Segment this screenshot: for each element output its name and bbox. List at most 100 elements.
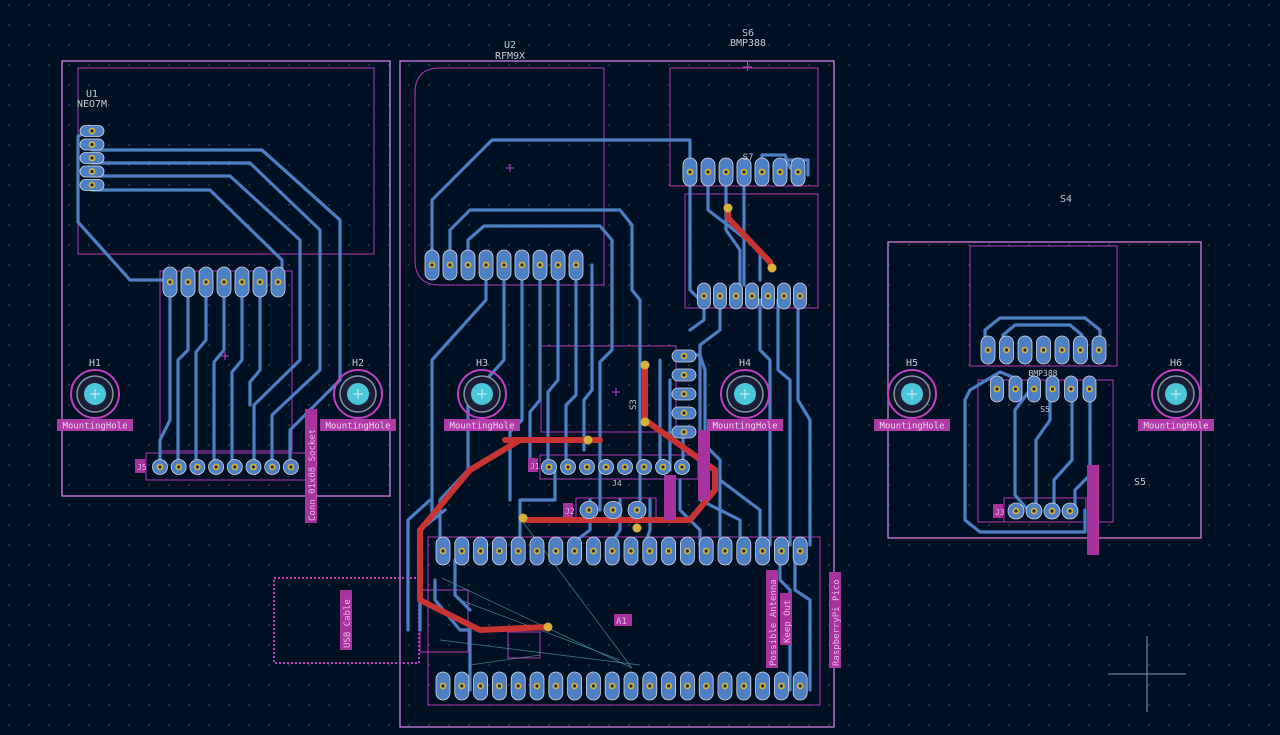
pad-drill	[623, 465, 627, 469]
pad-drill	[704, 684, 708, 688]
s6-ref: S6	[742, 28, 754, 39]
hole-ref: H1	[89, 358, 101, 369]
pad-drill	[204, 280, 208, 284]
pad-drill	[766, 294, 770, 298]
s5-small-ref: S5	[1040, 405, 1050, 414]
antenna-label: Possible Antenna	[769, 579, 779, 666]
pad-drill	[718, 294, 722, 298]
pad-drill	[591, 684, 596, 688]
pad-drill	[685, 549, 690, 553]
pad-drill	[90, 183, 94, 187]
j1-label: J1	[530, 462, 540, 471]
cursor-crosshair	[1108, 636, 1186, 712]
hole-ref: H5	[906, 358, 918, 369]
pad-drill	[723, 549, 727, 553]
pad-drill	[1050, 509, 1054, 513]
pad-drill	[782, 294, 786, 298]
pad-drill	[460, 549, 464, 553]
pad-drill	[1069, 387, 1073, 391]
pad-drill	[667, 684, 671, 688]
hole-label-bg	[1138, 419, 1214, 431]
pad-drill	[779, 549, 784, 553]
hole-label-bg	[320, 419, 396, 431]
pad-drill	[158, 465, 162, 469]
hole-ref: H3	[476, 358, 488, 369]
pad-drill	[798, 294, 802, 298]
hole-center-mark	[907, 389, 917, 399]
usb-cable-label: USB Cable	[343, 599, 353, 648]
pico-label: RaspberryPi Pico	[832, 579, 842, 666]
hole-label: MountingHole	[62, 422, 127, 432]
pad-drill	[629, 549, 633, 553]
pad-drill	[604, 465, 608, 469]
pad-drill	[723, 684, 727, 688]
pad-drill	[1068, 509, 1072, 513]
pico-bottom-pins	[435, 671, 808, 701]
pad-drill	[1023, 348, 1027, 352]
pad-drill	[742, 684, 746, 688]
pad-drill	[441, 684, 445, 688]
pad-drill	[222, 280, 226, 284]
hole-label: MountingHole	[712, 422, 777, 432]
hole-label-bg	[874, 419, 950, 431]
j2-label: J2	[565, 507, 575, 516]
pad-drill	[1032, 387, 1036, 391]
pad-drill	[441, 549, 445, 553]
pad-drill	[1060, 348, 1064, 352]
pad-drill	[585, 465, 589, 469]
pad-rows	[79, 125, 1107, 701]
pad-drill	[90, 156, 94, 160]
pad-drill	[1032, 509, 1036, 513]
hole-center-mark	[477, 389, 487, 399]
vias	[518, 203, 777, 632]
hole-courtyard	[720, 369, 770, 419]
hole-label: MountingHole	[1143, 422, 1208, 432]
pad-drill	[554, 684, 558, 688]
pad-drill	[779, 684, 784, 688]
hole-label: MountingHole	[879, 422, 944, 432]
pad-drill	[502, 263, 506, 267]
pad-drill	[270, 465, 274, 469]
pad-drill	[566, 465, 570, 469]
s5-ref: S5	[1134, 477, 1146, 488]
back-copper-traces	[76, 129, 1102, 692]
pad-drill	[556, 263, 560, 267]
hole-ref: H6	[1170, 358, 1182, 369]
pad-drill	[1078, 348, 1083, 352]
hole-courtyard	[1151, 369, 1201, 419]
pad-drill	[1004, 348, 1009, 352]
pad-drill	[680, 465, 684, 469]
pad-drill	[538, 263, 542, 267]
pad-drill	[520, 263, 524, 267]
pad-drill	[573, 549, 577, 553]
footprint-labels: Conn_01x08_Socket USB Cable Possible Ant…	[135, 399, 1099, 668]
pad-drill	[682, 392, 686, 396]
pad-drill	[682, 411, 686, 415]
pad-drill	[186, 280, 190, 284]
pad-drill	[177, 465, 181, 469]
pad-drill	[661, 465, 665, 469]
hole-courtyard	[887, 369, 937, 419]
pad-drill	[90, 169, 94, 174]
pad-drill	[591, 549, 596, 553]
u2-ref: U2	[504, 40, 516, 51]
j2-pins	[579, 501, 647, 519]
s6-value: BMP388	[730, 38, 766, 49]
pad-drill	[796, 170, 800, 174]
pad-drill	[734, 294, 738, 298]
j4-label: J4	[612, 479, 622, 488]
j5-pins	[152, 459, 299, 475]
s3-label: S3	[629, 399, 639, 410]
s7-pins	[697, 282, 807, 310]
pad-drill	[986, 348, 990, 352]
pad-drill	[516, 549, 520, 553]
pad-drill	[682, 354, 686, 358]
hole-label: MountingHole	[325, 422, 390, 432]
